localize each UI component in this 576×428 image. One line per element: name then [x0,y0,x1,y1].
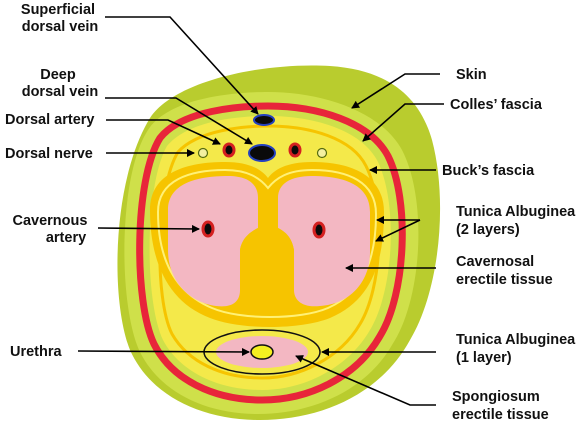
label-cavernous-artery: Cavernous artery [13,213,92,246]
label-tunica-albuginea-1: Tunica Albuginea (1 layer) [456,332,576,366]
leader-dorsal-artery [106,119,221,145]
label-skin: Skin [456,67,487,83]
label-dorsal-artery: Dorsal artery [5,112,94,128]
label-cavernosal-erectile-tissue: Cavernosal erectile tissue [456,254,553,288]
deep-dorsal-vein [248,144,276,162]
leader-tunica-2-b [375,219,421,242]
dorsal-nerve-left [197,147,209,159]
label-bucks-fascia: Buck’s fascia [442,163,535,179]
dorsal-nerve-right [316,147,328,159]
cavernous-artery-right [312,221,326,239]
leader-urethra [77,347,250,356]
leader-superficial-dorsal-vein [105,16,259,115]
dorsal-artery-right [288,142,302,158]
dorsal-artery-left [222,142,236,158]
superficial-dorsal-vein [253,114,275,126]
label-tunica-albuginea-2: Tunica Albuginea (2 layers) [456,204,576,238]
leader-spongiosum [295,355,436,406]
cavernous-artery-left [201,220,215,238]
urethra-lumen [250,344,274,360]
label-dorsal-nerve: Dorsal nerve [5,146,93,162]
label-colles-fascia: Colles’ fascia [450,97,543,113]
leader-cavernous-artery [97,224,200,233]
leader-colles-fascia [362,103,444,142]
left-corpus-cavernosum [168,176,258,307]
label-deep-dorsal-vein: Deep dorsal vein [22,67,99,100]
leader-skin [351,73,440,109]
colles-fascia-layer [136,102,406,404]
right-corpus-cavernosum [278,176,370,307]
leader-deep-dorsal-vein [105,97,253,145]
label-superficial-dorsal-vein: Superficial dorsal vein [21,2,99,35]
label-spongiosum-erectile-tissue: Spongiosum erectile tissue [452,389,549,423]
label-urethra: Urethra [10,344,63,360]
